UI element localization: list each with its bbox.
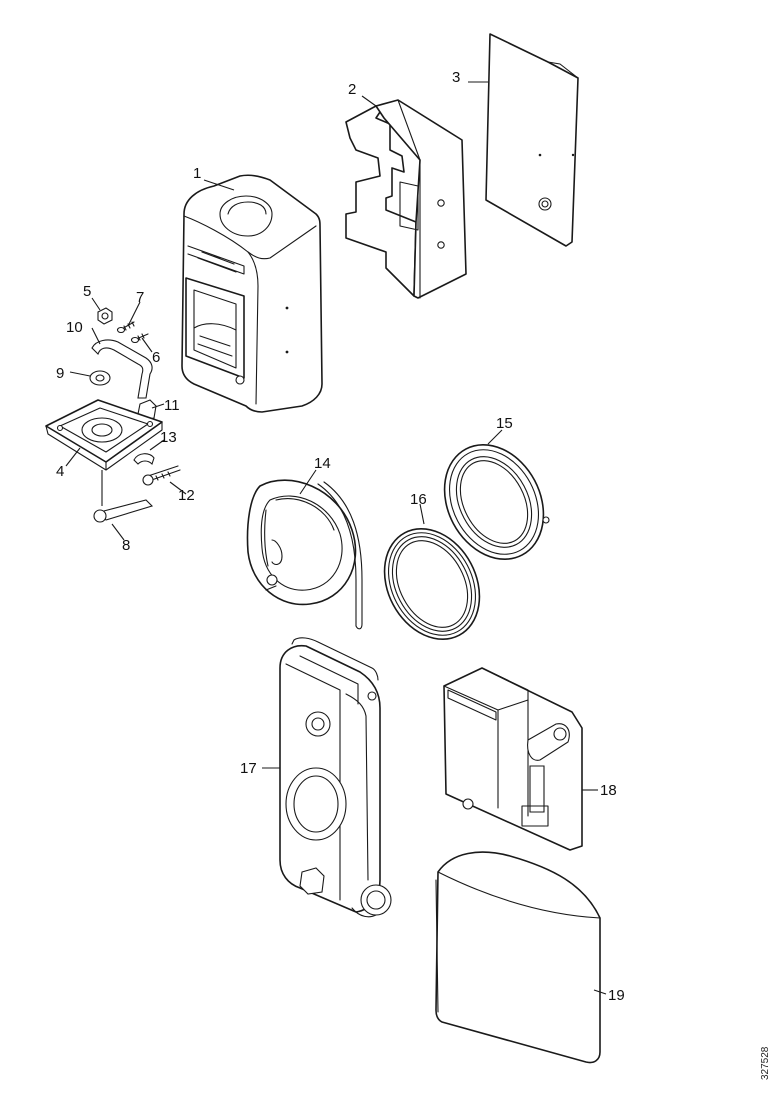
- callout-7: 7: [136, 289, 144, 306]
- part-3-back-plate: [485, 33, 579, 247]
- part-7-screw: [116, 321, 135, 334]
- callout-labels: 1 2 3 4 5 6 7 8 9 10 11 12 13 14 15 16 1…: [56, 69, 625, 1004]
- callout-17: 17: [240, 760, 257, 777]
- callout-9: 9: [56, 365, 64, 382]
- drawing-code: 327528: [760, 1046, 771, 1080]
- callout-4: 4: [56, 463, 64, 480]
- callout-16: 16: [410, 491, 427, 508]
- callout-5: 5: [83, 283, 91, 300]
- part-18-element-assembly: [443, 667, 583, 851]
- part-10-tube: [91, 339, 153, 399]
- part-17-tank: [279, 637, 392, 918]
- callout-13: 13: [160, 429, 177, 446]
- part-9-washer: [89, 370, 111, 386]
- part-6-screw: [130, 333, 149, 344]
- part-14-ring-assembly: [246, 479, 363, 630]
- callout-8: 8: [122, 537, 130, 554]
- callout-14: 14: [314, 455, 331, 472]
- part-12-screw: [142, 465, 181, 486]
- part-16-seal-ring: [383, 527, 481, 641]
- callout-2: 2: [348, 81, 356, 98]
- part-2-bracket: [345, 99, 467, 299]
- callout-3: 3: [452, 69, 460, 86]
- part-15-flat-ring: [443, 443, 550, 561]
- callout-1: 1: [193, 165, 201, 182]
- callout-6: 6: [152, 349, 160, 366]
- part-4-base-plate: [45, 399, 163, 471]
- part-19-cover: [435, 851, 601, 1064]
- part-1-housing: [181, 174, 323, 413]
- part-8-bolt: [93, 499, 154, 523]
- callout-12: 12: [178, 487, 195, 504]
- callout-11: 11: [164, 397, 180, 414]
- leader-lines: [65, 81, 607, 995]
- callout-10: 10: [66, 319, 83, 336]
- callout-15: 15: [496, 415, 513, 432]
- part-13-clip: [133, 453, 155, 466]
- callout-19: 19: [608, 987, 625, 1004]
- callout-18: 18: [600, 782, 617, 799]
- part-5-nut: [97, 307, 113, 325]
